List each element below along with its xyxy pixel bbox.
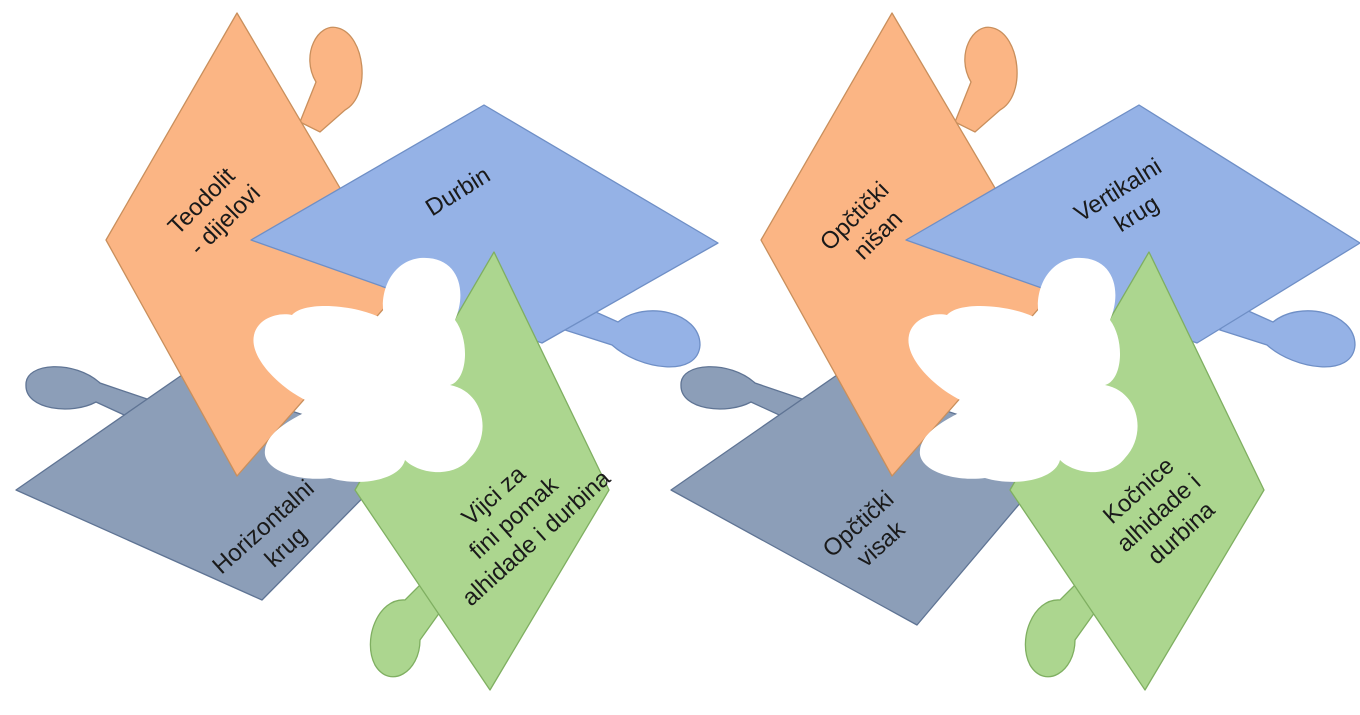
hole-shape	[908, 257, 1138, 482]
blue-tab	[1219, 304, 1356, 368]
hole-shape	[253, 257, 483, 482]
right-center-hole	[908, 257, 1138, 482]
left-green-piece	[354, 251, 610, 691]
orange-tab	[299, 26, 363, 133]
blue-tab	[564, 304, 701, 368]
slate-tab	[25, 366, 152, 421]
orange-tab	[954, 26, 1018, 133]
slate-tab	[680, 366, 807, 421]
left-puzzle: Teodolit - dijelovi Durbin Horizontalni …	[15, 12, 719, 691]
left-center-hole	[253, 257, 483, 482]
right-puzzle: Opčtički nišan Vertikalni krug Opčtički …	[670, 12, 1360, 691]
